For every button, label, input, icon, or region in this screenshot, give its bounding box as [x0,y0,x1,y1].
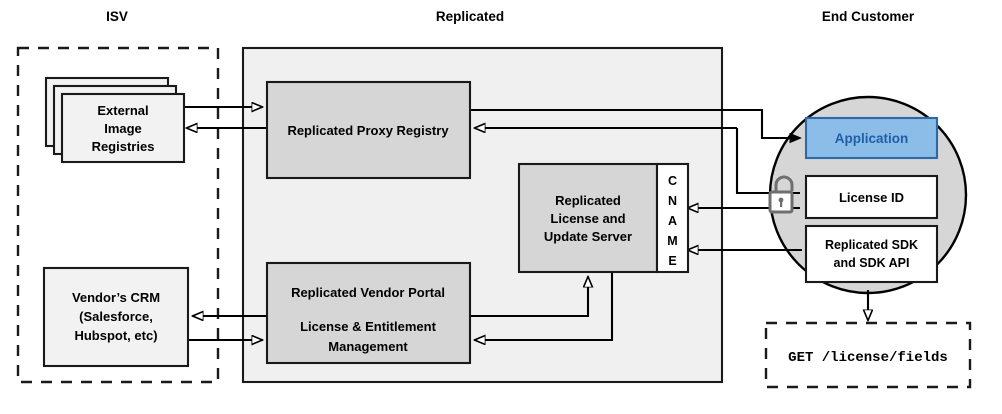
license-id-box [804,174,939,220]
cname-node[interactable]: C N A M E [655,162,690,274]
license-id-node[interactable]: License ID [804,174,939,220]
vendor-crm-line2: (Salesforce, [79,309,153,324]
license-server-line1: Replicated [555,193,621,208]
vendor-portal-line2: License & Entitlement [300,319,436,334]
api-request-label: GET /license/fields [788,350,948,366]
proxy-registry-box [265,80,472,180]
external-image-registries[interactable]: External Image Registries [44,76,186,164]
replicated-license-update-server-node[interactable]: Replicated License and Update Server [517,162,659,274]
api-request-boundary [764,321,972,389]
replicated-sdk-box [804,224,939,284]
edge-portal-to-license-server [470,277,588,318]
zone-title-replicated: Replicated [436,9,504,24]
application-box [804,116,939,160]
application-node[interactable]: Application [804,116,939,160]
license-server-line2: License and [550,211,625,226]
cname-letter-e: E [668,254,676,268]
application-label: Application [835,131,909,146]
api-request-node: GET /license/fields [764,321,972,389]
vendor-crm-box [42,266,190,368]
edge-proxy-to-application [470,108,800,138]
proxy-registry-label: Replicated Proxy Registry [287,123,449,138]
cname-letter-c: C [668,174,677,188]
isv-zone-boundary [16,46,220,384]
cname-box [655,162,690,274]
unlocked-padlock-icon [768,175,794,214]
external-registries-line1: External [97,103,148,118]
registry-stack-front [60,92,186,164]
license-server-line3: Update Server [544,229,632,244]
cname-letter-a: A [668,214,677,228]
vendor-portal-line1: Replicated Vendor Portal [291,285,445,300]
external-registries-line2: Image [104,121,142,136]
replicated-sdk-line1: Replicated SDK [825,238,918,252]
vendor-portal-line3: Management [328,339,408,354]
vendor-crm-line1: Vendor’s CRM [72,290,160,305]
replicated-vendor-portal-node[interactable]: Replicated Vendor Portal License & Entit… [265,261,472,365]
replicated-sdk-node[interactable]: Replicated SDK and SDK API [804,224,939,284]
replicated-proxy-registry-node[interactable]: Replicated Proxy Registry [265,80,472,180]
edge-license-server-to-portal [475,272,614,340]
cname-letter-m: M [667,234,677,248]
license-update-server-box [517,162,659,274]
vendor-portal-box [265,261,472,365]
vendor-crm-node[interactable]: Vendor’s CRM (Salesforce, Hubspot, etc) [42,266,190,368]
zone-title-isv: ISV [106,9,128,24]
vendor-crm-line3: Hubspot, etc) [74,328,157,343]
cname-letter-n: N [668,194,677,208]
external-registries-line3: Registries [92,139,155,154]
replicated-sdk-line2: and SDK API [834,256,910,270]
zone-title-end-customer: End Customer [822,9,915,24]
license-id-label: License ID [839,190,904,205]
